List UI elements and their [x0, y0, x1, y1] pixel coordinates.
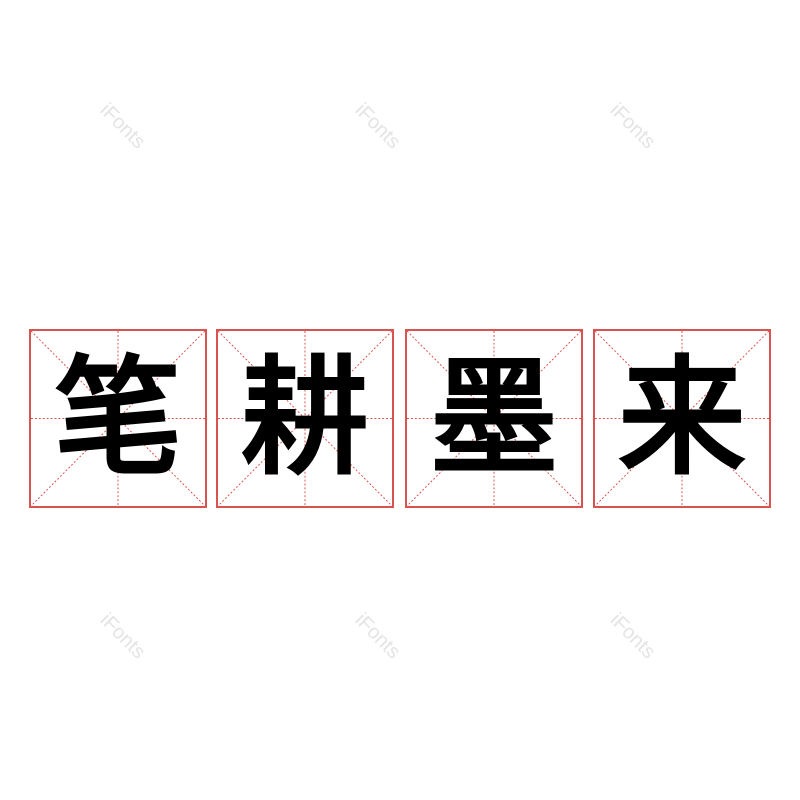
watermark: iFonts [350, 609, 405, 664]
watermark: iFonts [95, 99, 150, 154]
watermark: iFonts [95, 609, 150, 664]
char-grid-box: 来 [593, 329, 771, 508]
calligraphy-character: 墨 [429, 343, 558, 493]
calligraphy-character: 来 [617, 343, 746, 493]
watermark: iFonts [605, 609, 660, 664]
calligraphy-character: 耕 [240, 343, 369, 493]
char-grid-box: 墨 [405, 329, 583, 508]
tianzi-grid [218, 331, 392, 506]
tianzi-grid [595, 331, 769, 506]
tianzi-grid [31, 331, 205, 506]
calligraphy-character: 笔 [53, 343, 182, 493]
tianzi-grid [407, 331, 581, 506]
char-grid-box: 笔 [29, 329, 207, 508]
char-grid-box: 耕 [216, 329, 394, 508]
watermark: iFonts [350, 99, 405, 154]
watermark: iFonts [605, 99, 660, 154]
